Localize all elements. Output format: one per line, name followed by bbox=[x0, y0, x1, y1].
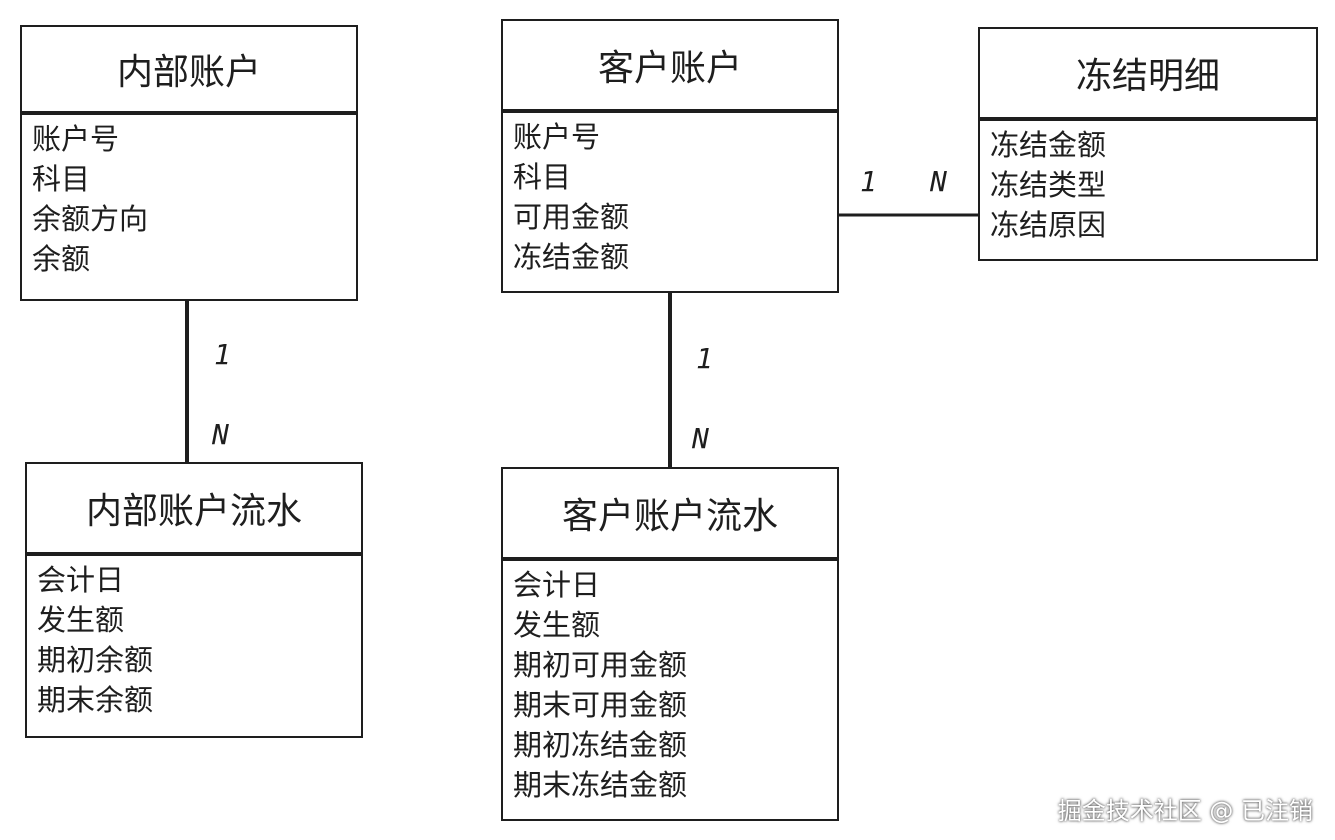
field-item: 可用金额 bbox=[513, 200, 630, 234]
field-item: 期初冻结金额 bbox=[513, 728, 688, 762]
entity-fields: 账户号 科目 可用金额 冻结金额 bbox=[503, 113, 837, 277]
field-item: 冻结金额 bbox=[513, 240, 630, 274]
field-item: 会计日 bbox=[513, 568, 601, 602]
field-item: 发生额 bbox=[513, 608, 601, 642]
field-item: 冻结原因 bbox=[990, 208, 1107, 242]
entity-fields: 账户号 科目 余额方向 余额 bbox=[22, 115, 356, 279]
cardinality-one-customer: 1 bbox=[696, 342, 713, 375]
field-item: 期初余额 bbox=[37, 643, 154, 677]
field-item: 期初可用金额 bbox=[513, 648, 688, 682]
entity-customer-account: 客户账户 账户号 科目 可用金额 冻结金额 bbox=[501, 19, 839, 293]
entity-customer-account-flow: 客户账户流水 会计日 发生额 期初可用金额 期末可用金额 期初冻结金额 期末冻结… bbox=[501, 467, 839, 821]
field-item: 冻结金额 bbox=[990, 128, 1107, 162]
field-item: 会计日 bbox=[37, 563, 125, 597]
cardinality-many-freeze: N bbox=[930, 165, 947, 198]
field-item: 账户号 bbox=[32, 122, 120, 156]
field-item: 期末冻结金额 bbox=[513, 768, 688, 802]
cardinality-many-internal: N bbox=[212, 418, 229, 451]
entity-title: 冻结明细 bbox=[980, 29, 1316, 121]
entity-internal-account: 内部账户 账户号 科目 余额方向 余额 bbox=[20, 25, 358, 301]
entity-title: 客户账户流水 bbox=[503, 469, 837, 561]
entity-freeze-detail: 冻结明细 冻结金额 冻结类型 冻结原因 bbox=[978, 27, 1318, 261]
field-item: 科目 bbox=[32, 162, 91, 196]
entity-internal-account-flow: 内部账户流水 会计日 发生额 期初余额 期末余额 bbox=[25, 462, 363, 738]
field-item: 期末余额 bbox=[37, 683, 154, 717]
field-item: 期末可用金额 bbox=[513, 688, 688, 722]
entity-title: 客户账户 bbox=[503, 21, 837, 113]
cardinality-many-customer: N bbox=[692, 422, 709, 455]
watermark: 掘金技术社区 @ 已注销 bbox=[1057, 797, 1313, 825]
field-item: 余额方向 bbox=[32, 202, 149, 236]
field-item: 账户号 bbox=[513, 120, 601, 154]
field-item: 发生额 bbox=[37, 603, 125, 637]
entity-title: 内部账户 bbox=[22, 27, 356, 115]
field-item: 科目 bbox=[513, 160, 572, 194]
field-item: 冻结类型 bbox=[990, 168, 1107, 202]
field-item: 余额 bbox=[32, 242, 91, 276]
entity-fields: 会计日 发生额 期初可用金额 期末可用金额 期初冻结金额 期末冻结金额 bbox=[503, 561, 837, 805]
entity-fields: 会计日 发生额 期初余额 期末余额 bbox=[27, 556, 361, 720]
cardinality-one-freeze: 1 bbox=[860, 165, 877, 198]
entity-fields: 冻结金额 冻结类型 冻结原因 bbox=[980, 121, 1316, 245]
cardinality-one-internal: 1 bbox=[214, 338, 231, 371]
entity-title: 内部账户流水 bbox=[27, 464, 361, 556]
